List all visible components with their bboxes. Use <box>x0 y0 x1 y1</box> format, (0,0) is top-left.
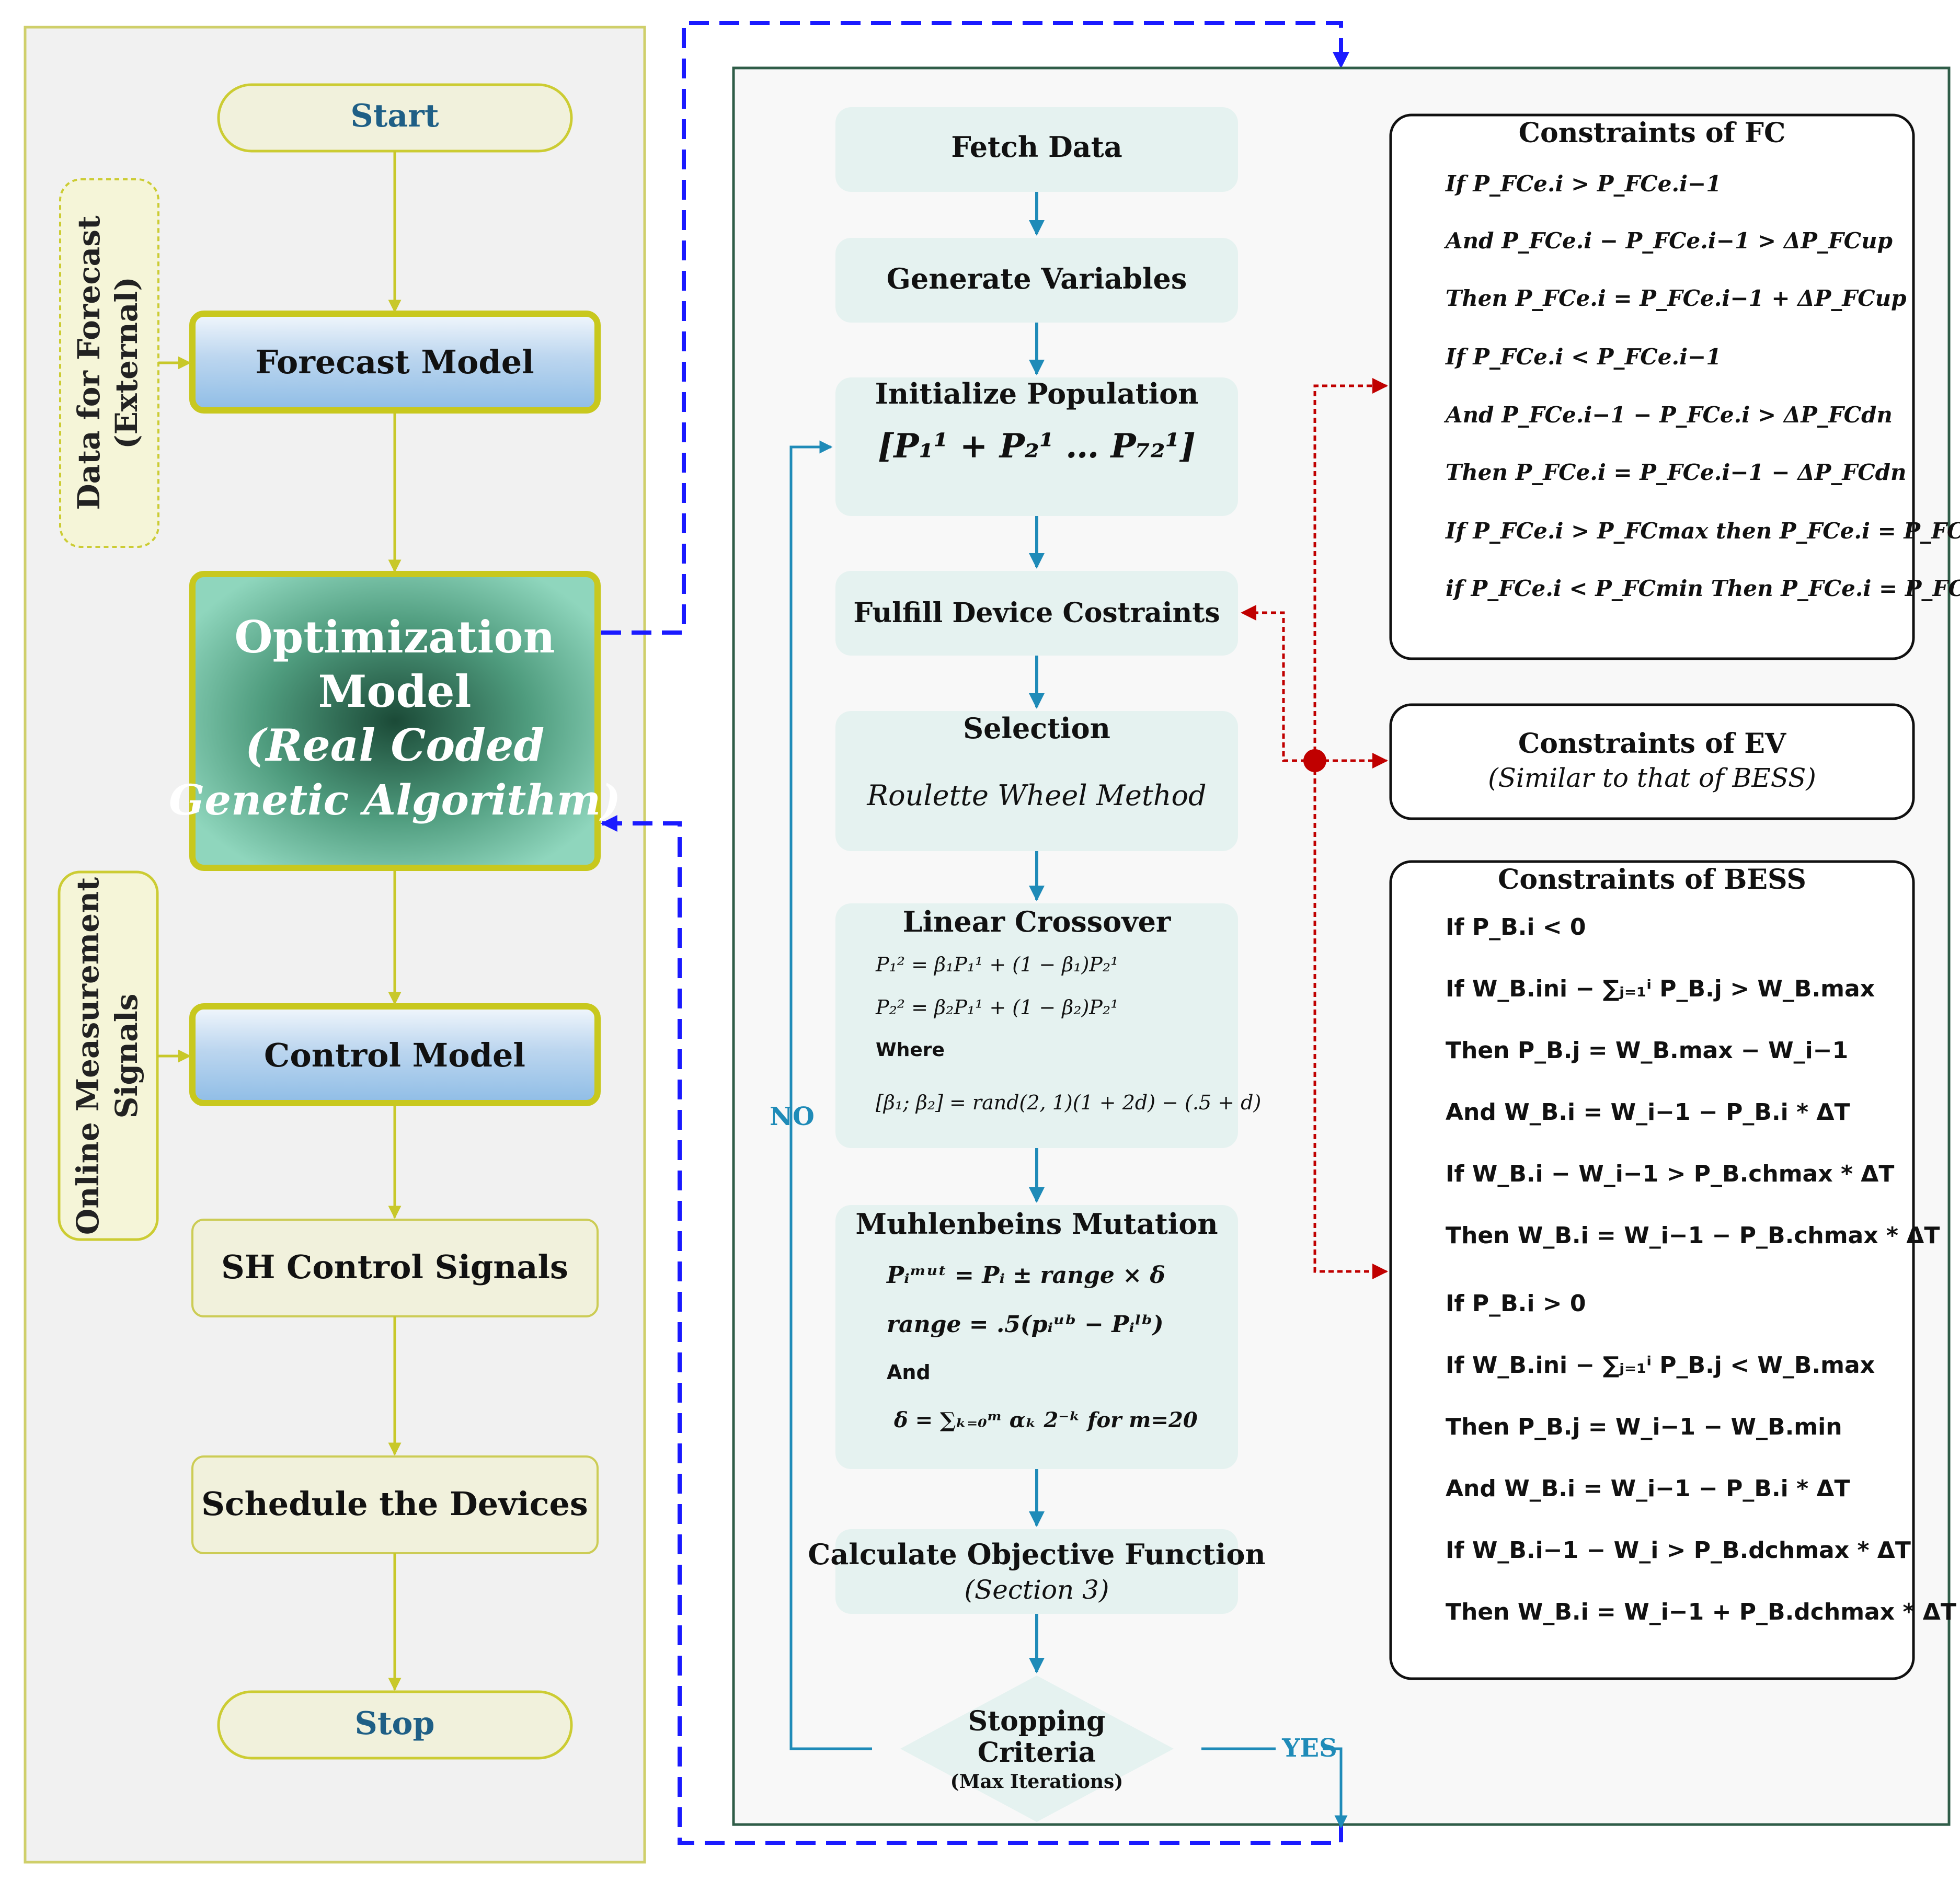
optimization-label-4: Genetic Algorithm) <box>169 775 621 824</box>
start-node[interactable]: Start <box>217 83 573 153</box>
bess-line: If P_B.i < 0 <box>1446 914 1586 940</box>
sh-control-signals-label: SH Control Signals <box>221 1248 568 1286</box>
data-for-forecast-label: Data for Forecast <box>71 215 107 510</box>
fc-line: If P_FCe.i > P_FCe.i−1 <box>1445 171 1721 197</box>
stop-label: Stop <box>354 1705 434 1742</box>
mutation-line: δ = ∑ₖ₌₀ᵐ αₖ 2⁻ᵏ for m=20 <box>893 1408 1198 1432</box>
data-for-forecast-box: Data for Forecast (External) <box>59 178 159 548</box>
svg-text:Data for Forecast: Data for Forecast <box>71 215 107 510</box>
stop-node[interactable]: Stop <box>217 1690 573 1760</box>
fc-line: Then P_FCe.i = P_FCe.i−1 + ΔP_FCup <box>1446 285 1907 311</box>
crossover-line: P₁² = β₁P₁¹ + (1 − β₁)P₂¹ <box>875 953 1118 976</box>
yes-label: YES <box>1281 1734 1337 1763</box>
mutation-line: And <box>887 1361 931 1384</box>
fetch-data-node[interactable]: Fetch Data <box>835 107 1238 192</box>
fc-line: If P_FCe.i > P_FCmax then P_FCe.i = P_FC… <box>1445 518 1960 544</box>
svg-text:Signals: Signals <box>109 994 144 1119</box>
no-label: NO <box>770 1102 815 1131</box>
bess-line: If W_B.ini − ∑ⱼ₌₁ⁱ P_B.j < W_B.max <box>1446 1352 1875 1379</box>
bess-title: Constraints of BESS <box>1498 864 1806 896</box>
linear-crossover-node[interactable]: Linear Crossover P₁² = β₁P₁¹ + (1 − β₁)P… <box>835 903 1261 1148</box>
fc-line: If P_FCe.i < P_FCe.i−1 <box>1445 344 1721 370</box>
fc-title: Constraints of FC <box>1519 117 1786 149</box>
online-measurement-sub: Signals <box>109 994 144 1119</box>
bess-line: And W_B.i = W_i−1 − P_B.i * ΔT <box>1446 1475 1850 1502</box>
bess-line: Then W_B.i = W_i−1 + P_B.dchmax * ΔT <box>1446 1599 1956 1625</box>
schedule-devices-label: Schedule the Devices <box>201 1485 588 1523</box>
initialize-population-formula: [P₁¹ + P₂¹ … P₇₂¹] <box>878 427 1196 466</box>
mutation-line: range = .5(pᵢᵘᵇ − Pᵢˡᵇ) <box>887 1311 1164 1338</box>
optimization-links <box>600 21 1349 1845</box>
forecast-model-node[interactable]: Forecast Model <box>189 311 601 414</box>
objective-node[interactable]: Calculate Objective Function (Section 3) <box>808 1529 1266 1614</box>
online-measurement-box: Online Measurement Signals <box>58 870 159 1241</box>
optimization-model-node[interactable]: Optimization Model (Real Coded Genetic A… <box>169 571 621 871</box>
ev-constraints-box: Constraints of EV (Similar to that of BE… <box>1389 703 1915 820</box>
selection-label: Selection <box>963 712 1110 745</box>
stopping-sub: (Max Iterations) <box>950 1771 1124 1793</box>
bess-line: Then P_B.j = W_B.max − W_i−1 <box>1446 1037 1848 1064</box>
data-for-forecast-sub: (External) <box>109 277 144 449</box>
svg-text:Online Measurement: Online Measurement <box>70 877 106 1235</box>
stopping-label: Stopping <box>968 1705 1106 1737</box>
online-measurement-label: Online Measurement <box>70 877 106 1235</box>
bess-line: If W_B.i − W_i−1 > P_B.chmax * ΔT <box>1446 1161 1894 1187</box>
bess-line: If P_B.i > 0 <box>1446 1290 1586 1317</box>
bess-line: Then W_B.i = W_i−1 − P_B.chmax * ΔT <box>1446 1222 1940 1249</box>
ga-connectors <box>789 192 1348 1829</box>
selection-node[interactable]: Selection Roulette Wheel Method <box>835 711 1238 851</box>
schedule-devices-node[interactable]: Schedule the Devices <box>191 1455 599 1554</box>
crossover-line: [β₁; β₂] = rand(2, 1)(1 + 2d) − (.5 + d) <box>876 1091 1261 1114</box>
initialize-population-label: Initialize Population <box>875 377 1199 410</box>
selection-method: Roulette Wheel Method <box>866 779 1206 812</box>
generate-variables-node[interactable]: Generate Variables <box>835 238 1238 323</box>
sh-control-signals-node[interactable]: SH Control Signals <box>191 1219 599 1317</box>
objective-label: Calculate Objective Function <box>808 1538 1265 1571</box>
fulfill-constraints-label: Fulfill Device Costraints <box>853 597 1220 629</box>
fulfill-constraints-node[interactable]: Fulfill Device Costraints <box>835 571 1238 656</box>
crossover-line: P₂² = β₂P₁¹ + (1 − β₂)P₂¹ <box>875 996 1118 1019</box>
fc-line: if P_FCe.i < P_FCmin Then P_FCe.i = P_FC… <box>1446 576 1960 601</box>
start-label: Start <box>350 98 439 134</box>
fc-constraints-box: Constraints of FC If P_FCe.i > P_FCe.i−1… <box>1389 113 1960 660</box>
left-connectors <box>157 151 402 1691</box>
optimization-label-3: (Real Coded <box>245 719 544 771</box>
mutation-node[interactable]: Muhlenbeins Mutation Pᵢᵐᵘᵗ = Pᵢ ± range … <box>835 1205 1238 1469</box>
fc-line: And P_FCe.i−1 − P_FCe.i > ΔP_FCdn <box>1443 402 1893 428</box>
initialize-population-node[interactable]: Initialize Population [P₁¹ + P₂¹ … P₇₂¹] <box>835 377 1238 516</box>
control-model-label: Control Model <box>264 1036 525 1074</box>
bess-line: If W_B.ini − ∑ⱼ₌₁ⁱ P_B.j > W_B.max <box>1446 976 1875 1002</box>
fc-line: Then P_FCe.i = P_FCe.i−1 − ΔP_FCdn <box>1446 460 1907 485</box>
ev-sub: (Similar to that of BESS) <box>1488 763 1816 793</box>
svg-text:(External): (External) <box>109 277 144 449</box>
bess-line: And W_B.i = W_i−1 − P_B.i * ΔT <box>1446 1099 1850 1126</box>
generate-variables-label: Generate Variables <box>887 262 1187 295</box>
bess-line: If W_B.i−1 − W_i > P_B.dchmax * ΔT <box>1446 1537 1911 1564</box>
linear-crossover-label: Linear Crossover <box>903 905 1171 938</box>
mutation-line: Pᵢᵐᵘᵗ = Pᵢ ± range × δ <box>886 1262 1165 1289</box>
constraint-connectors <box>1241 378 1388 1279</box>
forecast-model-label: Forecast Model <box>255 343 534 381</box>
stopping-criteria-node[interactable]: Stopping Criteria (Max Iterations) <box>900 1676 1174 1822</box>
stopping-label-2: Criteria <box>978 1737 1096 1769</box>
fc-line: And P_FCe.i − P_FCe.i−1 > ΔP_FCup <box>1443 228 1893 254</box>
bess-constraints-box: Constraints of BESS If P_B.i < 0 If W_B.… <box>1389 860 1956 1680</box>
fetch-data-label: Fetch Data <box>951 130 1122 164</box>
optimization-label-2: Model <box>318 666 471 717</box>
optimization-label: Optimization <box>234 611 555 663</box>
ev-title: Constraints of EV <box>1518 728 1787 760</box>
crossover-line: Where <box>876 1039 945 1061</box>
mutation-label: Muhlenbeins Mutation <box>855 1207 1218 1241</box>
junction-dot <box>1303 749 1326 772</box>
objective-sub: (Section 3) <box>965 1575 1109 1605</box>
bess-line: Then P_B.j = W_i−1 − W_B.min <box>1446 1414 1842 1440</box>
control-model-node[interactable]: Control Model <box>189 1003 601 1106</box>
